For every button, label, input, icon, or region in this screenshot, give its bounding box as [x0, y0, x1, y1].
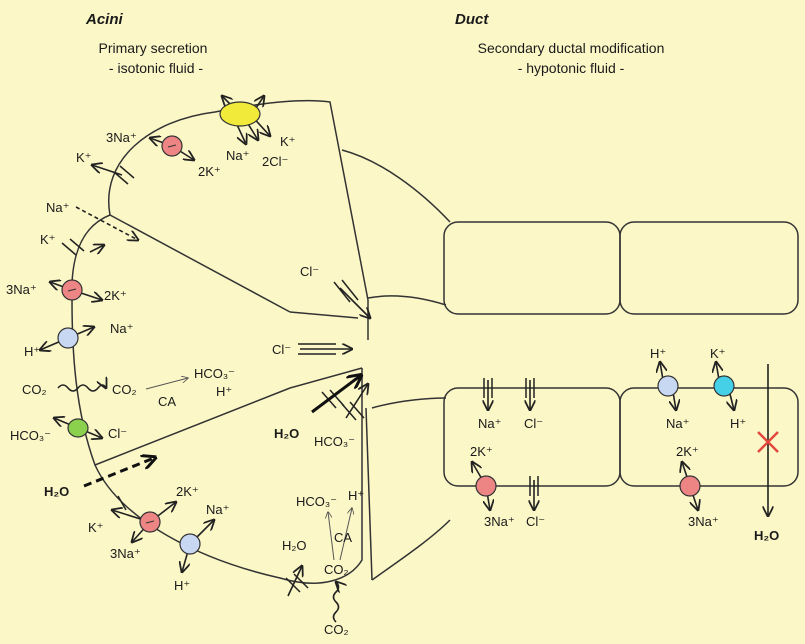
water-block: H₂O	[754, 364, 779, 543]
nhe-na-label: Na⁺	[110, 321, 133, 336]
ae-hco3-label: HCO₃⁻	[10, 428, 51, 443]
duct-cell1-cl-label: Cl⁻	[524, 416, 543, 431]
pump-top-2k-label: 2K⁺	[198, 164, 221, 179]
duct-title: Duct	[455, 11, 489, 28]
duct-cell1-na-label: Na⁺	[478, 416, 501, 431]
nhe-h-label: H⁺	[24, 344, 40, 359]
k-channel-top: K⁺	[76, 150, 135, 185]
acini-subtitle-2: - isotonic fluid -	[109, 60, 203, 76]
duct-wall-upper	[341, 149, 451, 223]
na-h-exchanger: Na⁺ H⁺	[24, 321, 133, 359]
duct-cell2-h-label: H⁺	[650, 346, 666, 361]
cl-upper-label: Cl⁻	[300, 264, 319, 279]
acinar-lumen-upper	[289, 311, 359, 319]
co2-reaction: CO₂ CO₂ HCO₃⁻ H⁺ CA	[22, 366, 235, 409]
h-bot-label: H⁺	[348, 488, 364, 503]
duct-cell-1-transporters: Na⁺ Cl⁻ 2K⁺ 3Na⁺ Cl⁻	[470, 378, 545, 529]
nkcc-cl-label: 2Cl⁻	[262, 154, 288, 169]
co2-bot-label: CO₂	[324, 562, 349, 577]
duct-cell-2-transporters: H⁺ Na⁺ K⁺ H⁺ 2K⁺ 3Na⁺	[650, 346, 746, 529]
k-channel-mid: K⁺	[40, 232, 104, 256]
acinar-cell-top-inner	[109, 214, 291, 313]
acinar-cell-bottom	[94, 368, 363, 584]
pump-bot-2k-label: 2K⁺	[176, 484, 199, 499]
duct-h2o-label: H₂O	[754, 528, 779, 543]
pump-bot-3na-label: 3Na⁺	[110, 546, 141, 561]
duct-cell1-pump-k-label: 2K⁺	[470, 444, 493, 459]
na-h-exchanger-bottom: Na⁺ H⁺	[174, 502, 229, 593]
k-channel-mid-label: K⁺	[40, 232, 56, 247]
bottom-water-channel: H₂O HCO₃⁻ H⁺ CA CO₂ CO₂	[282, 488, 364, 637]
acini-subtitle: Primary secretion	[99, 40, 208, 56]
hco3-product-label: HCO₃⁻	[194, 366, 235, 381]
duct-cell-lower-2	[619, 387, 799, 487]
duct-cells-upper	[443, 221, 799, 315]
na-k-pump-mid: 3Na⁺ 2K⁺	[6, 280, 127, 303]
duct-cell-upper-2	[619, 221, 799, 315]
co2-in-label: CO₂	[22, 382, 47, 397]
ca-bot-label: CA	[334, 530, 352, 545]
h2o-channel-bot-label: H₂O	[282, 538, 307, 553]
duct-wall-lower	[371, 397, 447, 409]
water-entry: H₂O	[44, 458, 154, 499]
pump-top-3na-label: 3Na⁺	[106, 130, 137, 145]
acini-title: Acini	[85, 11, 124, 28]
duct-cell2-h-in-label: H⁺	[730, 416, 746, 431]
hco3-bot-label: HCO₃⁻	[296, 494, 337, 509]
hco3-lumen-label: HCO₃⁻	[314, 434, 355, 449]
na-k-pump-bottom: 2K⁺ 3Na⁺ K⁺	[88, 484, 199, 561]
anion-exchanger: HCO₃⁻ Cl⁻	[10, 418, 127, 443]
duct-cell2-pump-na-label: 3Na⁺	[688, 514, 719, 529]
duct-cells-lower	[443, 387, 799, 487]
duct-wall-upper-2	[367, 295, 447, 306]
duct-wall-lower-2	[371, 519, 451, 581]
h-product-label: H⁺	[216, 384, 232, 399]
duct-cell1-cl-out-label: Cl⁻	[526, 514, 545, 529]
cl-center-label: Cl⁻	[272, 342, 291, 357]
nkcc-na-label: Na⁺	[226, 148, 249, 163]
na-paracellular-label: Na⁺	[46, 200, 69, 215]
nhe-bot-na-label: Na⁺	[206, 502, 229, 517]
h2o-left-label: H₂O	[44, 484, 69, 499]
nkcc-k-label: K⁺	[280, 134, 296, 149]
na-paracellular: Na⁺	[46, 200, 138, 240]
co2-outside-label: CO₂	[324, 622, 349, 637]
h2o-right-label: H₂O	[274, 426, 299, 441]
pump-mid-3na-label: 3Na⁺	[6, 282, 37, 297]
nkcc-cotransporter: Na⁺ K⁺ 2Cl⁻	[219, 96, 296, 169]
duct-cell2-pump-k-label: 2K⁺	[676, 444, 699, 459]
duct-cell-lower-1	[443, 387, 621, 487]
duct-walls	[341, 149, 451, 581]
ca-mid-label: CA	[158, 394, 176, 409]
duct-subtitle-2: - hypotonic fluid -	[518, 60, 625, 76]
duct-subtitle: Secondary ductal modification	[478, 40, 665, 56]
nhe-bot-h-label: H⁺	[174, 578, 190, 593]
duct-wall-left	[365, 407, 373, 581]
pump-mid-2k-label: 2K⁺	[104, 288, 127, 303]
acinar-lumen-lower	[289, 367, 363, 389]
duct-cell1-pump-na-label: 3Na⁺	[484, 514, 515, 529]
duct-cell2-na-label: Na⁺	[666, 416, 689, 431]
acinar-cell-top	[108, 99, 369, 301]
duct-cell2-k-label: K⁺	[710, 346, 726, 361]
lumen-channels: Cl⁻ Cl⁻ H₂O HCO₃⁻	[272, 264, 370, 449]
k-channel-top-label: K⁺	[76, 150, 92, 165]
co2-mid-label: CO₂	[112, 382, 137, 397]
duct-cell-upper-1	[443, 221, 621, 315]
k-channel-bot-label: K⁺	[88, 520, 104, 535]
na-k-pump-top: 3Na⁺ 2K⁺	[106, 130, 221, 179]
ae-cl-label: Cl⁻	[108, 426, 127, 441]
